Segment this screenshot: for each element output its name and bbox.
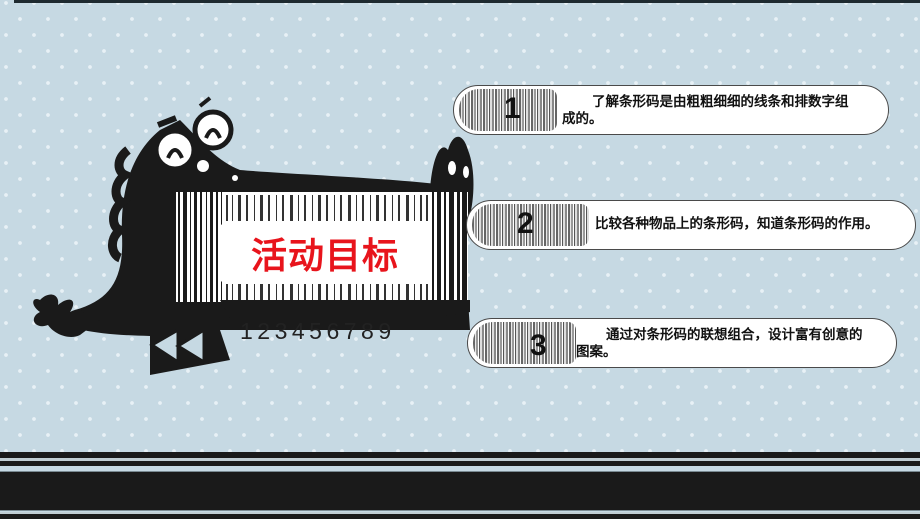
goal-text: 通过对条形码的联想组合，设计富有创意的图案。 [576, 327, 863, 360]
barcode-graphic [473, 322, 576, 364]
barcode-graphic [472, 204, 589, 246]
goal-text: 了解条形码是由粗粗细细的线条和排数字组成的。 [562, 94, 849, 127]
goal-item-1: 1 了解条形码是由粗粗细细的线条和排数字组成的。 [453, 85, 889, 135]
title-label-box: 活动目标 [218, 224, 432, 282]
goal-number: 2 [517, 207, 534, 240]
goal-number: 3 [530, 329, 547, 362]
goal-item-3: 3 通过对条形码的联想组合，设计富有创意的图案。 [467, 318, 897, 368]
bottom-decorative-band [0, 452, 920, 519]
barcode-graphic [459, 89, 557, 131]
goal-text: 比较各种物品上的条形码，知道条形码的作用。 [595, 216, 879, 232]
goal-item-2: 2 比较各种物品上的条形码，知道条形码的作用。 [466, 200, 916, 250]
goal-number: 1 [504, 92, 521, 125]
barcode-digits: 123456789 [240, 318, 396, 344]
top-border-line [14, 0, 920, 3]
slide-title: 活动目标 [250, 236, 399, 277]
